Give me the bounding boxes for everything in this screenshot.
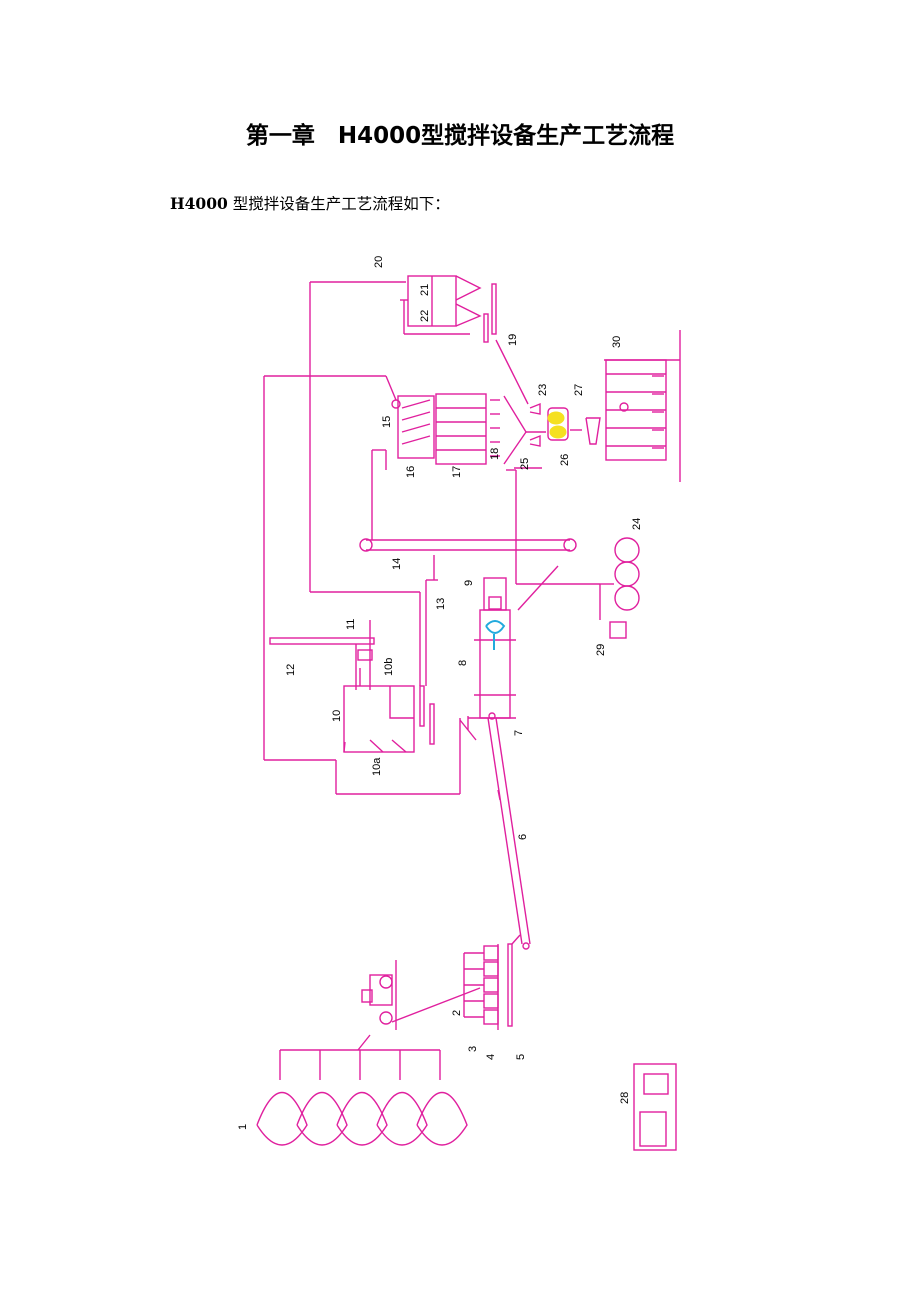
label-15: 15 — [381, 416, 393, 428]
label-27: 27 — [573, 384, 585, 396]
filler-silos — [309, 275, 529, 686]
control-room — [633, 1063, 677, 1151]
vibrating-screen — [391, 395, 435, 459]
label-8: 8 — [457, 660, 469, 666]
label-6: 6 — [517, 834, 529, 840]
label-17: 17 — [451, 466, 463, 478]
label-5: 5 — [515, 1054, 527, 1060]
label-1: 1 — [237, 1124, 249, 1130]
label-18: 18 — [489, 448, 501, 460]
inclined-belt-conveyor — [487, 712, 531, 950]
label-22: 22 — [419, 310, 431, 322]
label-14: 14 — [391, 558, 403, 570]
exhaust-stack — [269, 620, 375, 690]
hot-aggregate-elevator-line — [425, 555, 438, 686]
component-labels: 1 2 3 4 5 6 7 8 9 10 10a 10b 11 12 13 14… — [237, 256, 643, 1130]
label-21: 21 — [419, 284, 431, 296]
intro-rest: 型搅拌设备生产工艺流程如下： — [227, 195, 450, 213]
label-10b: 10b — [383, 658, 395, 676]
label-30: 30 — [611, 336, 623, 348]
cold-feed-bins — [463, 934, 521, 1030]
dust-return-line — [263, 375, 397, 760]
aggregate-piles — [256, 1034, 468, 1146]
label-23: 23 — [537, 384, 549, 396]
drying-drum — [459, 565, 559, 741]
label-28: 28 — [619, 1092, 631, 1104]
label-4: 4 — [485, 1054, 497, 1060]
hot-storage-bins — [435, 393, 500, 465]
page-title: 第一章 H4000型搅拌设备生产工艺流程 — [245, 123, 675, 149]
asphalt-tanks — [515, 500, 640, 639]
label-11: 11 — [345, 619, 357, 630]
label-24: 24 — [631, 518, 643, 530]
wheel-loader — [361, 960, 481, 1030]
label-26: 26 — [559, 454, 571, 466]
aggregate-weigh-hopper — [503, 395, 546, 500]
label-9: 9 — [463, 580, 475, 586]
label-10a: 10a — [371, 757, 383, 776]
intro-text: H4000 型搅拌设备生产工艺流程如下： — [170, 192, 450, 214]
label-25: 25 — [519, 458, 531, 470]
label-12: 12 — [285, 664, 297, 676]
finished-product-silos — [604, 330, 681, 482]
label-20: 20 — [373, 256, 385, 268]
label-7: 7 — [513, 730, 525, 736]
mixer-blades — [547, 411, 567, 439]
label-13: 13 — [435, 598, 447, 610]
label-10: 10 — [331, 710, 343, 722]
mixer-group — [514, 402, 601, 469]
bag-filter-house — [264, 685, 461, 795]
burner-flame — [485, 620, 506, 650]
label-3: 3 — [467, 1046, 479, 1052]
label-29: 29 — [595, 644, 607, 656]
intro-model: H4000 — [170, 194, 228, 213]
bucket-elevator — [359, 449, 577, 552]
label-19: 19 — [507, 334, 519, 346]
label-2: 2 — [451, 1010, 463, 1016]
label-16: 16 — [405, 466, 417, 478]
